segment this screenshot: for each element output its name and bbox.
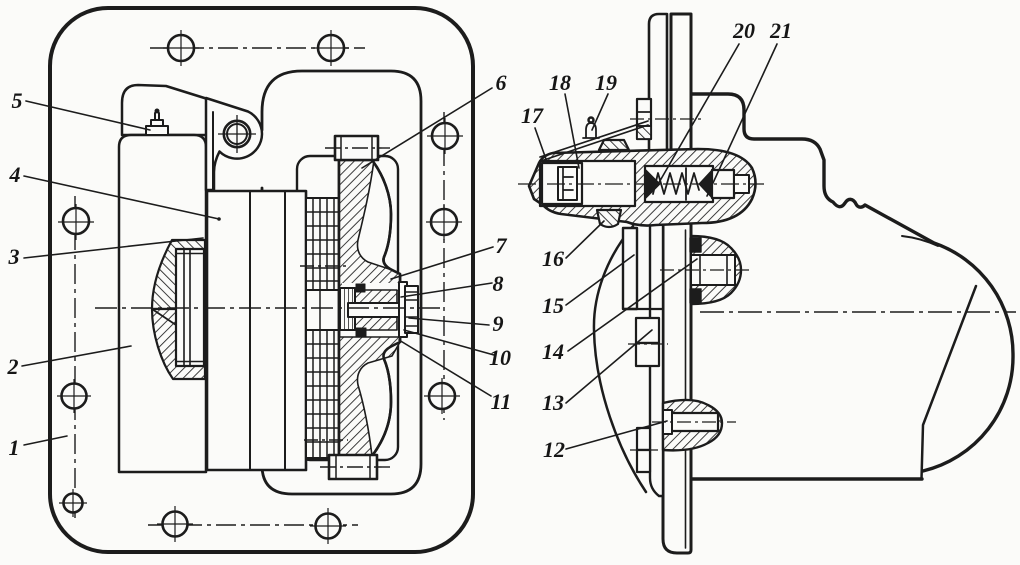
svg-text:20: 20 xyxy=(732,18,755,43)
svg-text:1: 1 xyxy=(9,435,20,460)
svg-text:12: 12 xyxy=(543,437,565,462)
svg-text:11: 11 xyxy=(491,389,512,414)
svg-text:17: 17 xyxy=(521,103,544,128)
svg-text:14: 14 xyxy=(542,339,564,364)
svg-text:19: 19 xyxy=(595,70,617,95)
svg-text:4: 4 xyxy=(9,162,21,187)
svg-text:8: 8 xyxy=(493,271,504,296)
svg-text:9: 9 xyxy=(493,311,504,336)
svg-text:2: 2 xyxy=(7,354,19,379)
svg-text:10: 10 xyxy=(489,345,511,370)
svg-text:5: 5 xyxy=(12,88,23,113)
svg-text:7: 7 xyxy=(496,233,508,258)
svg-text:3: 3 xyxy=(8,244,20,269)
svg-text:6: 6 xyxy=(496,70,507,95)
svg-text:15: 15 xyxy=(542,293,564,318)
svg-text:18: 18 xyxy=(549,70,571,95)
svg-text:16: 16 xyxy=(542,246,564,271)
svg-text:21: 21 xyxy=(769,18,792,43)
svg-text:13: 13 xyxy=(542,390,564,415)
